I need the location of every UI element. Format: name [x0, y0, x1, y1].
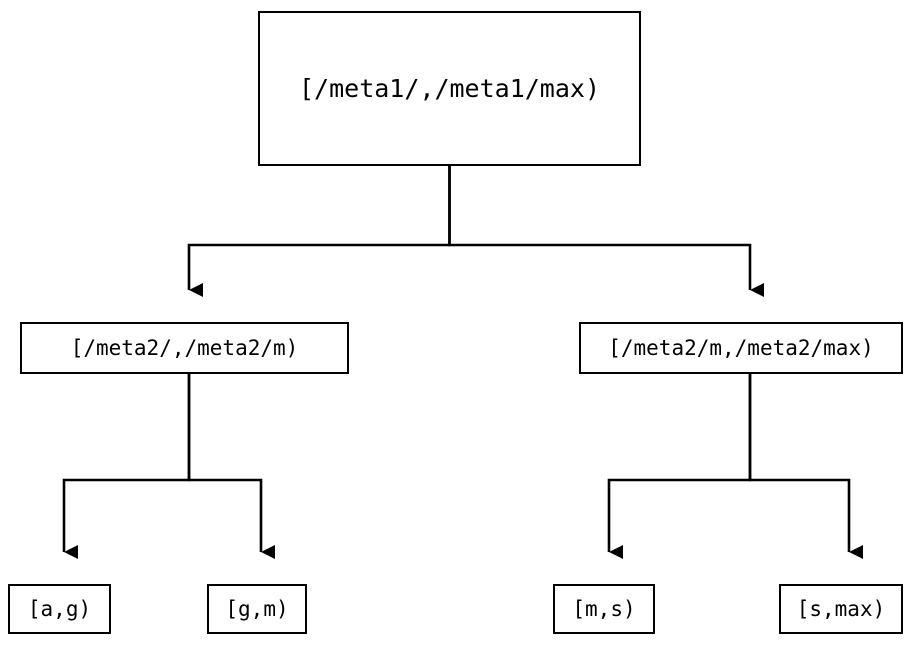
edge-root-to-mid-left: [187, 166, 451, 297]
edge-root-to-mid-right: [448, 166, 764, 297]
node-leaf-m-s[interactable]: [m,s): [553, 584, 655, 634]
node-leaf-s-max-label: [s,max): [796, 596, 886, 621]
edge-mid-left-to-leaf-gm: [187, 374, 275, 559]
edge-mid-right-to-leaf-smax: [748, 374, 863, 559]
node-leaf-g-m-label: [g,m): [225, 596, 289, 621]
node-meta2-upper-label: [/meta2/m,/meta2/max): [608, 335, 874, 360]
edge-mid-right-to-leaf-ms: [607, 374, 752, 559]
node-meta2-lower[interactable]: [/meta2/,/meta2/m): [20, 322, 349, 374]
edge-mid-left-to-leaf-ag: [62, 374, 191, 559]
node-meta2-lower-label: [/meta2/,/meta2/m): [70, 335, 299, 360]
node-root-label: [/meta1/,/meta1/max): [298, 74, 601, 103]
node-leaf-s-max[interactable]: [s,max): [779, 584, 903, 634]
node-leaf-g-m[interactable]: [g,m): [207, 584, 307, 634]
node-leaf-m-s-label: [m,s): [572, 596, 636, 621]
node-meta2-upper[interactable]: [/meta2/m,/meta2/max): [579, 322, 903, 374]
node-leaf-a-g-label: [a,g): [27, 596, 92, 621]
node-leaf-a-g[interactable]: [a,g): [8, 584, 111, 634]
node-root[interactable]: [/meta1/,/meta1/max): [258, 11, 641, 166]
